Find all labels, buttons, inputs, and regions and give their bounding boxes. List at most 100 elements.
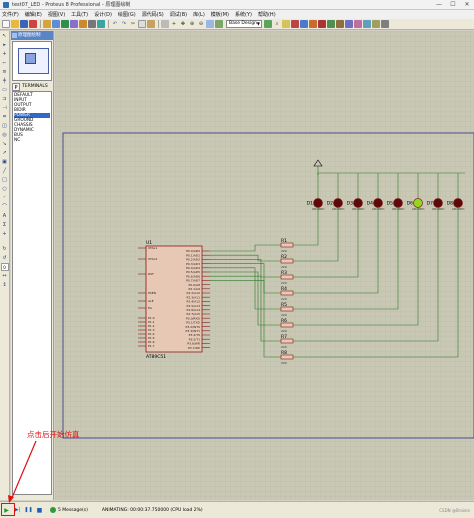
zoom-all-icon[interactable] [206, 20, 214, 28]
terminal-mode-icon[interactable]: ⊐ [2, 96, 7, 102]
close-project-icon[interactable] [29, 20, 37, 28]
menu-edit[interactable]: 编辑(E) [24, 12, 42, 18]
schematic-capture-tab[interactable]: 原理图绘制 [11, 31, 53, 40]
line-2d-icon[interactable]: ╱ [2, 168, 6, 174]
make-device-icon[interactable] [336, 20, 344, 28]
minimize-button[interactable]: — [436, 1, 442, 8]
subcircuit-icon[interactable]: ▭ [2, 87, 7, 93]
save-icon[interactable] [20, 20, 28, 28]
component-mode-icon[interactable]: ▸ [3, 42, 6, 48]
mirror-y-icon[interactable]: ↕ [2, 282, 7, 288]
terminal-item[interactable]: OUTPUT [14, 103, 32, 108]
menu-file[interactable]: 文件(F) [2, 12, 19, 18]
graph-mode-icon[interactable]: ⌗ [3, 114, 6, 120]
open-folder-icon[interactable] [11, 20, 19, 28]
step-simulation-button[interactable]: ▶| [14, 506, 21, 513]
gerber-icon[interactable] [79, 20, 87, 28]
terminal-item[interactable]: CHASSIS [14, 123, 33, 128]
home-icon[interactable] [43, 20, 51, 28]
bus-icon[interactable]: ╪ [2, 78, 6, 84]
3d-view-icon[interactable] [70, 20, 78, 28]
messages-indicator[interactable]: 5 Message(s) [50, 507, 88, 513]
maximize-button[interactable]: ☐ [450, 1, 456, 8]
redo-icon[interactable]: ↷ [121, 21, 127, 27]
path-2d-icon[interactable]: ⌒ [1, 204, 7, 210]
copy-icon[interactable] [138, 20, 146, 28]
cut-icon[interactable]: ✂ [130, 21, 136, 27]
menu-system[interactable]: 系统(Y) [235, 12, 252, 18]
design-variant-select[interactable]: Base Design ▼ [226, 20, 262, 28]
source-code-icon[interactable] [97, 20, 105, 28]
paste-icon[interactable] [147, 20, 155, 28]
voltage-probe-icon[interactable]: ↘ [2, 141, 7, 147]
terminal-item[interactable]: GROUND [14, 118, 34, 123]
grid-icon[interactable] [161, 20, 169, 28]
terminal-item[interactable]: DEFAULT [14, 93, 33, 98]
decompose-icon[interactable] [354, 20, 362, 28]
menu-graph[interactable]: 绘图(G) [117, 12, 136, 18]
block-copy-icon[interactable] [291, 20, 299, 28]
terminal-item[interactable]: BUS [14, 133, 23, 138]
property-tool-icon[interactable] [282, 20, 290, 28]
search-icon[interactable]: ⌕ [275, 21, 279, 27]
symbol-2d-icon[interactable]: Σ [2, 222, 7, 228]
circle-2d-icon[interactable]: ○ [2, 186, 7, 192]
terminal-item[interactable]: NC [14, 138, 21, 143]
schematic-icon[interactable] [52, 20, 60, 28]
stop-simulation-button[interactable]: ■ [36, 506, 43, 514]
terminal-item[interactable]: DYNAMIC [14, 128, 34, 133]
block-delete-icon[interactable] [318, 20, 326, 28]
netlist-icon[interactable] [363, 20, 371, 28]
zoom-out-icon[interactable]: ⊖ [198, 21, 204, 27]
zoom-in-icon[interactable]: ⊕ [189, 21, 195, 27]
menu-view[interactable]: 视图(V) [47, 12, 66, 18]
bill-of-materials-icon[interactable] [381, 20, 389, 28]
virtual-instrument-icon[interactable]: ▣ [2, 159, 7, 165]
arc-2d-icon[interactable]: ◜ [3, 195, 6, 201]
play-simulation-button[interactable]: ▶ [4, 506, 9, 514]
terminal-item-selected[interactable]: POWER [14, 113, 50, 118]
pcb-icon[interactable] [61, 20, 69, 28]
device-pin-icon[interactable]: ⊣ [2, 105, 7, 111]
menu-help[interactable]: 帮助(H) [257, 12, 276, 18]
mirror-x-icon[interactable]: ↔ [2, 273, 7, 279]
pick-terminal-button[interactable]: P [12, 82, 20, 91]
text-script-icon[interactable]: ≡ [2, 69, 7, 75]
close-button[interactable]: ✕ [464, 1, 470, 8]
wire-autorouter-icon[interactable] [264, 20, 272, 28]
block-rotate-icon[interactable] [309, 20, 317, 28]
tape-recorder-icon[interactable]: ◫ [2, 123, 7, 129]
menu-design[interactable]: 设计(D) [94, 12, 112, 18]
text-2d-icon[interactable]: A [2, 213, 7, 219]
menu-source[interactable]: 源代码(S) [141, 12, 164, 18]
menu-library[interactable]: 库(L) [193, 12, 205, 18]
pause-simulation-button[interactable]: ❚❚ [24, 506, 33, 513]
menu-tool[interactable]: 工具(T) [71, 12, 89, 18]
selection-mode-icon[interactable]: ↖ [2, 33, 7, 39]
menu-template[interactable]: 模板(M) [210, 12, 230, 18]
box-2d-icon[interactable]: □ [2, 177, 7, 183]
electrical-rule-check-icon[interactable] [372, 20, 380, 28]
rotate-cw-icon[interactable]: ↻ [2, 246, 7, 252]
junction-dot-icon[interactable]: + [2, 51, 7, 57]
menu-debug[interactable]: 调试(B) [169, 12, 188, 18]
undo-icon[interactable]: ↶ [112, 21, 118, 27]
rotate-ccw-icon[interactable]: ↺ [2, 255, 7, 261]
terminal-item[interactable]: BIDIR [14, 108, 26, 113]
pick-device-icon[interactable] [327, 20, 335, 28]
package-tool-icon[interactable] [345, 20, 353, 28]
zoom-area-icon[interactable] [215, 20, 223, 28]
rotation-angle-field[interactable]: 0 [0, 263, 9, 271]
new-file-icon[interactable] [2, 20, 10, 28]
marker-2d-icon[interactable]: + [2, 231, 7, 237]
wire-label-icon[interactable]: ⌐ [2, 60, 7, 66]
terminal-item[interactable]: INPUT [14, 98, 27, 103]
current-probe-icon[interactable]: ↗ [2, 150, 7, 156]
block-move-icon[interactable] [300, 20, 308, 28]
generator-icon[interactable]: ◎ [2, 132, 7, 138]
bom-icon[interactable] [88, 20, 96, 28]
pan-icon[interactable]: ✥ [180, 21, 186, 27]
overview-window[interactable] [12, 41, 52, 81]
origin-icon[interactable]: + [171, 21, 177, 27]
